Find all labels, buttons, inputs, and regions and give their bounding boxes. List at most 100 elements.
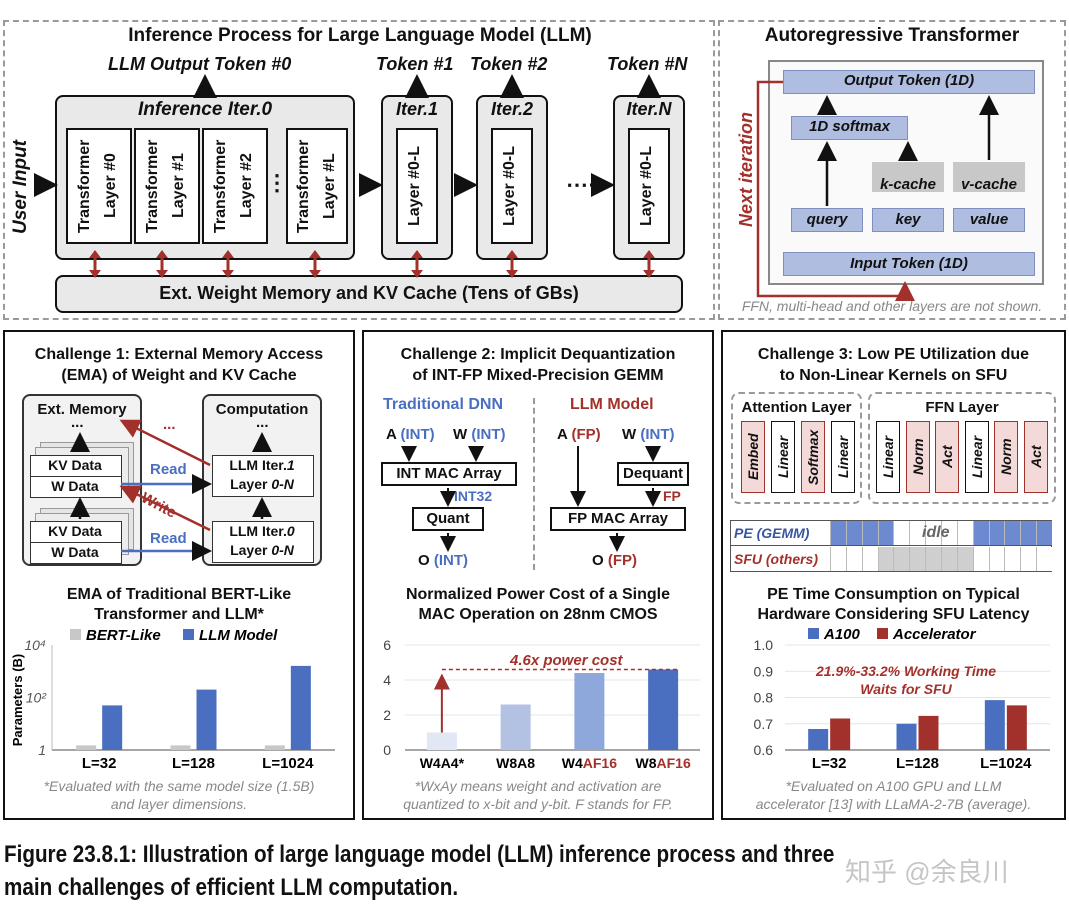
c1-legend-swatch [183,629,194,640]
caption-line2: main challenges of efficient LLM computa… [4,874,459,901]
autoregressive-note: FFN, multi-head and other layers are not… [741,298,1043,314]
c1-bar [290,665,311,750]
challenge2-panel [362,330,714,820]
iterN-layer [628,128,670,244]
llm-iter1-line1: LLM Iter.1 [212,457,312,473]
llm-iter0-layer-prefix: Layer [230,542,272,558]
c2-y-tick: 2 [383,707,391,723]
challenge1-panel [3,330,355,820]
sfu-cell [988,547,1005,571]
output-token-box [783,70,1035,94]
sfu-cell [861,547,878,571]
llm-a-type: (FP) [571,426,601,443]
sfu-cell [830,547,846,571]
sfu-cell [1020,547,1037,571]
c2-bar [648,669,679,750]
w-data-lower-label: W Data [51,544,99,560]
trad-o-prefix: O [418,552,434,569]
inference-title: Inference Process for Large Language Mod… [128,25,592,46]
c2-x-tick: W8A8 [496,755,535,771]
c3-legend-swatch [877,628,888,639]
quant-box [412,507,484,531]
kernel-norm: Norm [994,421,1018,493]
c1-x-tick: L=32 [82,755,117,772]
c2-note-line1: *WxAy means weight and activation are [414,778,662,794]
llm-iter0-line1: LLM Iter.0 [212,523,312,539]
llm-w-prefix: W [622,426,641,443]
iter2-label: Iter.2 [490,99,534,119]
transformer-layer-0 [66,128,132,244]
c1-y-tick: 10⁴ [24,637,46,653]
llm-w-type: (INT) [640,426,675,443]
trad-a-input: A (INT) [386,426,435,443]
c1-chart-title-line1: EMA of Traditional BERT-Like [66,586,292,603]
llm-iter1-line2: Layer 0-N [212,476,312,492]
c2-chart-title-line2: MAC Operation on 28nm CMOS [418,606,658,623]
kernel-linear: Linear [876,421,900,493]
llm-o-prefix: O [592,552,608,569]
llm-a-prefix: A [557,426,572,443]
c3-note-line2: accelerator [13] with LLaMA-2-7B (averag… [755,796,1032,812]
read-label-lower: Read [150,530,187,547]
w-data-lower [30,542,122,564]
c1-legend-label: BERT-Like [86,627,161,644]
int32-label: INT32 [454,488,493,504]
computation-dots: ... [256,414,269,431]
transformer-layer-1 [134,128,200,244]
c1-note-line2: and layer dimensions. [110,796,248,812]
autoregressive-panel [718,20,1066,320]
c3-legend-swatch [808,628,819,639]
c1-title-line1: Challenge 1: External Memory Access [34,346,324,363]
llm-iter0-layer-range: 0-N [271,542,294,558]
c1-y-tick: 10² [26,690,48,706]
c1-legend-swatch [70,629,81,640]
pe-cell [941,521,957,545]
trad-a-type: (INT) [400,426,435,443]
int-mac-array [381,462,517,486]
c3-y-tick: 0.8 [754,690,774,706]
c1-x-tick: L=128 [172,755,215,772]
kernel-embed: Embed [741,421,765,493]
c3-bar [896,723,917,750]
c1-bar [170,745,191,750]
pe-cell [1020,521,1037,545]
trad-o-type: (INT) [433,552,468,569]
sfu-cell [877,547,894,571]
c1-bar [76,745,97,750]
c3-title-line1: Challenge 3: Low PE Utilization due [757,346,1030,363]
pe-sfu-divider [730,545,1052,546]
c3-x-tick: L=128 [896,755,939,772]
sfu-cell [941,547,957,571]
pe-cell [925,521,941,545]
c3-y-tick: 0.9 [754,663,774,679]
c2-note-line2: quantized to x-bit and y-bit. F stands f… [403,796,673,812]
c1-y-tick: 1 [38,742,46,758]
kv-data-lower-label: KV Data [48,523,102,539]
c3-chart-title-line2: Hardware Considering SFU Latency [757,606,1030,623]
kcache-label: k-cache [880,176,936,193]
c3-bar [830,718,851,750]
iterN-label: Iter.N [626,99,672,119]
pe-cell [861,521,878,545]
value-box [953,208,1025,232]
llm-model-label: LLM Model [570,396,654,413]
c3-title-line2: to Non-Linear Kernels on SFU [779,367,1008,384]
c2-x-tick: W4AF16 [562,755,617,771]
c2-bar [426,732,457,750]
kcache-box [872,162,944,192]
pe-cell [845,521,862,545]
c1-y-label: Parameters (B) [10,654,25,747]
c2-title-line1: Challenge 2: Implicit Dequantization [400,346,676,363]
c1-chart-title-line2: Transformer and LLM* [94,606,264,623]
c3-chart-title-line1: PE Time Consumption on Typical [767,586,1020,603]
trad-a-prefix: A [386,426,401,443]
output-token0-label: LLM Output Token #0 [108,54,292,74]
c1-legend-label: LLM Model [199,627,278,644]
trad-o-output: O (INT) [418,552,468,569]
c2-annotation: 4.6x power cost [510,652,623,669]
